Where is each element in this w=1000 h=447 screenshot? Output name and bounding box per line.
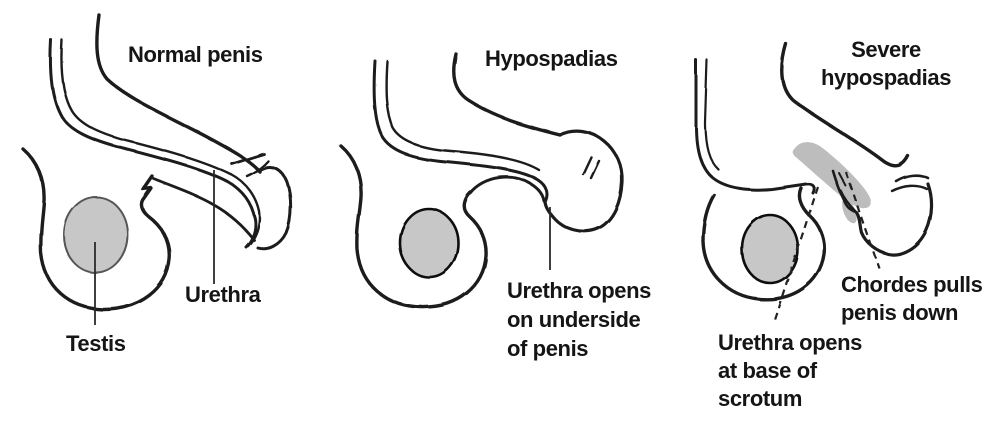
urethra-tube-outer-line — [694, 58, 816, 195]
corona-line — [230, 152, 266, 166]
urethra-tube-inner-line — [60, 38, 261, 248]
corona-line-2 — [589, 159, 601, 180]
corona-line — [581, 155, 593, 176]
hypospadias-drawing — [339, 52, 624, 309]
testis-shape — [398, 207, 460, 279]
corona-line-2 — [890, 184, 929, 193]
panel-hypospadias-title: Hypospadias — [485, 46, 618, 71]
normal-penis-drawing — [21, 13, 293, 311]
corona-line-2 — [245, 159, 270, 178]
glans-outline — [256, 166, 293, 251]
chordee-label: Chordes pulls penis down — [841, 272, 983, 325]
scrotum-outline — [21, 147, 171, 311]
urethra-tube-inner-line — [703, 58, 721, 172]
severe-urethra-opening-label: Urethra opens at base of scrotum — [718, 330, 862, 411]
scrotum-outline — [339, 144, 488, 309]
urethra-tube-outer-line — [372, 59, 549, 204]
severe-hypospadias-drawing — [694, 42, 934, 322]
glans-outline — [543, 129, 624, 233]
glans-outline — [855, 182, 934, 257]
chordee-band-shape — [792, 141, 872, 209]
urethra-tube-inner-line — [384, 59, 541, 172]
chordee-dashed-leader-line — [844, 171, 881, 269]
panel-severe-hypospadias-title: Severe hypospadias — [820, 37, 952, 90]
urethra-tube-outer-line — [48, 38, 257, 249]
urethra-opening-notch-line-2 — [838, 172, 847, 187]
hypospadias-urethra-opening-label: Urethra opens on underside of penis — [507, 278, 651, 361]
panel-normal-title: Normal penis — [128, 42, 263, 67]
penis-shaft-outline — [780, 42, 910, 168]
urethra-label: Urethra — [185, 282, 261, 307]
penoscrotal-junction-line — [468, 175, 546, 203]
corona-line — [894, 173, 930, 183]
testis-shape — [63, 196, 129, 274]
penis-shaft-outline — [452, 52, 562, 137]
penis-shaft-outline — [95, 13, 262, 174]
urethra-opening-notch-line — [831, 169, 857, 214]
testis-label: Testis — [66, 331, 126, 356]
